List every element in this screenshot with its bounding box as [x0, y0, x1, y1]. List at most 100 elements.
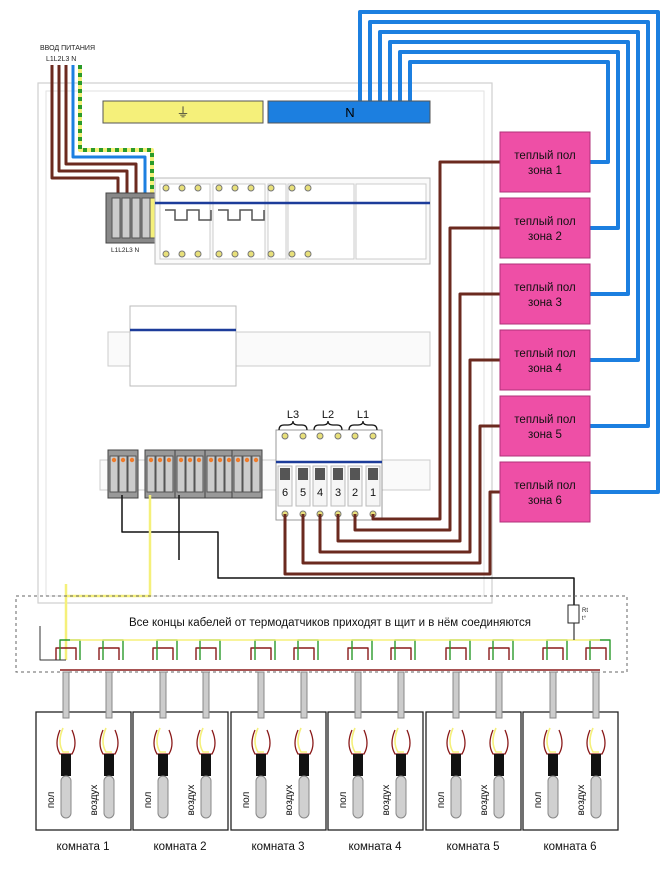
neutral-busbar [267, 100, 431, 124]
terminal-screw [120, 457, 126, 463]
sensor-cable [354, 671, 362, 719]
junction-loop [102, 639, 124, 660]
zone-label-line2: зона 2 [528, 231, 562, 243]
power-input-phases-top: L1L2L3 N [46, 56, 76, 63]
sensor-cable [62, 671, 70, 719]
breaker-number: 5 [300, 487, 306, 499]
phase-brace [348, 420, 378, 431]
sensor-probe [493, 775, 505, 819]
zone-box [499, 263, 591, 325]
sensor-head [451, 754, 461, 776]
sensor-leads [254, 727, 264, 753]
sensor-head [299, 754, 309, 776]
sensor-head [396, 754, 406, 776]
junction-loop [347, 647, 369, 660]
phase-wire [371, 160, 500, 521]
junction-loop [59, 639, 81, 660]
terminal-screw [196, 457, 202, 463]
room-box [35, 711, 132, 831]
breaker-number: 3 [335, 487, 341, 499]
terminal-slot [194, 455, 204, 493]
phase-label: L2 [322, 409, 334, 421]
junction-loop [390, 647, 412, 660]
junction-loop [152, 647, 174, 660]
sensor-cable [495, 671, 503, 719]
sensor-cable [549, 671, 557, 719]
junction-loop [492, 639, 514, 660]
zone-label-line1: теплый пол [514, 480, 575, 492]
sensor-probe [450, 775, 462, 819]
sensor-air-label: воздух [381, 785, 392, 816]
sensor-head [61, 754, 71, 776]
cabinet-outline [37, 82, 493, 604]
terminal-screw [208, 457, 214, 463]
phase-wire [283, 490, 500, 576]
sensor-probe [590, 775, 602, 819]
sensor-probe [395, 775, 407, 819]
room-label: комната 2 [153, 841, 206, 853]
terminal-screw [244, 457, 250, 463]
sensor-floor-label: пол [241, 792, 252, 809]
sensor-leads [492, 727, 502, 753]
zone-label-line2: зона 4 [528, 363, 562, 375]
terminal-screw [334, 432, 342, 440]
zone-box [499, 395, 591, 457]
sensor-air-label: воздух [284, 785, 295, 816]
terminal-screw [231, 250, 239, 258]
sensor-probe [200, 775, 212, 819]
terminal-slot [109, 455, 119, 493]
terminal-slot [251, 455, 261, 493]
terminal-screw [178, 184, 186, 192]
input-cables [50, 65, 154, 195]
terminal-screw [281, 432, 289, 440]
terminal-screw [288, 184, 296, 192]
sensor-floor-label: пол [338, 792, 349, 809]
sensor-leads [589, 727, 599, 753]
terminal-screw [369, 432, 377, 440]
terminal-screw [178, 250, 186, 258]
room-label: комната 5 [446, 841, 499, 853]
sensor-leads [59, 727, 69, 753]
power-input-title: ВВОД ПИТАНИЯ [40, 45, 95, 52]
zone-label-line1: теплый пол [514, 150, 575, 162]
lower-terminal-blocks [107, 449, 263, 499]
thermistor-resistor [567, 604, 580, 624]
breaker-lever [315, 468, 325, 480]
zone-label-line1: теплый пол [514, 348, 575, 360]
junction-loop [297, 639, 319, 660]
breaker-number: 6 [282, 487, 288, 499]
zone-breaker-group [275, 429, 383, 521]
terminal-slot [155, 455, 165, 493]
zone-box [499, 461, 591, 523]
junction-return [39, 626, 66, 661]
sensor-air-label: воздух [89, 785, 100, 816]
sensor-cable [300, 671, 308, 719]
neutral-wire [388, 40, 630, 296]
terminal-screw [194, 250, 202, 258]
junction-loop [254, 639, 276, 660]
terminal-screw [162, 250, 170, 258]
junction-loop [98, 647, 120, 660]
terminal-screw [235, 457, 241, 463]
sensor-leads [449, 727, 459, 753]
terminal-screw [194, 184, 202, 192]
phase-wire [318, 358, 500, 554]
sensor-head [104, 754, 114, 776]
room-box [425, 711, 522, 831]
sensor-floor-label: пол [143, 792, 154, 809]
terminal-screw [162, 184, 170, 192]
junction-loop [156, 639, 178, 660]
breaker-number: 2 [352, 487, 358, 499]
breaker-lever [333, 468, 343, 480]
sensor-probe [157, 775, 169, 819]
neutral-wire [398, 50, 620, 230]
sensor-leads [546, 727, 556, 753]
sensor-leads [102, 727, 112, 753]
sensor-head [201, 754, 211, 776]
sensor-cable [592, 671, 600, 719]
terminal-screw [111, 457, 117, 463]
terminal-screw [267, 250, 275, 258]
